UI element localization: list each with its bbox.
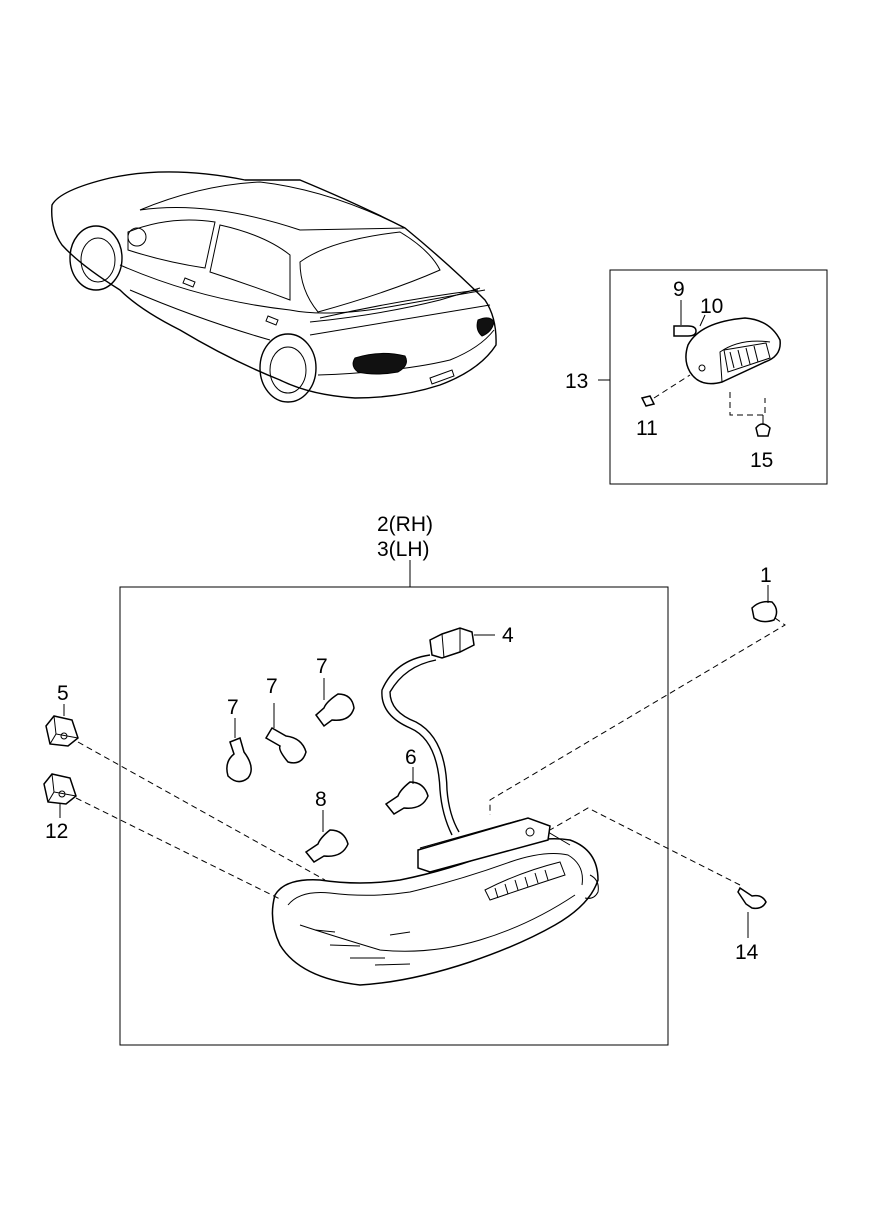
tail-lamp-assembly [271,817,599,986]
license-lamp-inset [598,269,828,485]
bulb-8 [304,810,349,863]
bulb-6 [384,767,429,815]
callout-12: 12 [45,820,68,843]
callout-6: 6 [405,746,417,769]
license-lamp-bulb [673,325,697,337]
callout-2-rh: 2(RH) [377,513,433,536]
nut-15 [755,423,771,437]
callout-10: 10 [700,295,723,318]
license-lamp-housing [685,317,781,385]
clip-12 [43,773,77,818]
bulb-7a [226,718,252,783]
callout-7b: 7 [266,675,278,698]
callout-15: 15 [750,449,773,472]
callout-7a: 7 [227,696,239,719]
reflector-grille [484,861,566,901]
callout-1: 1 [760,564,772,587]
screw-11 [640,395,656,407]
screw-14 [549,807,767,938]
connector-4 [429,627,475,659]
callout-3-lh: 3(LH) [377,538,430,561]
lamp-bracket [417,817,551,873]
callout-8: 8 [315,788,327,811]
callout-7c: 7 [316,655,328,678]
callout-13: 13 [565,370,588,393]
callout-labels: 1 2(RH) 3(LH) 4 5 6 7 7 7 8 9 10 11 12 1… [45,278,773,964]
fastener-1 [489,585,786,815]
bulb-7b [264,703,307,764]
callout-5: 5 [57,682,69,705]
callout-11: 11 [636,417,658,440]
wiring-harness [381,627,495,836]
callout-4: 4 [502,624,514,647]
car-illustration [51,171,497,403]
callout-9: 9 [673,278,685,301]
tail-lamp-frame [119,586,669,1046]
inset-frame [609,269,828,485]
callout-14: 14 [735,941,759,964]
clip-5 [45,704,79,747]
bulb-7c [314,678,355,728]
